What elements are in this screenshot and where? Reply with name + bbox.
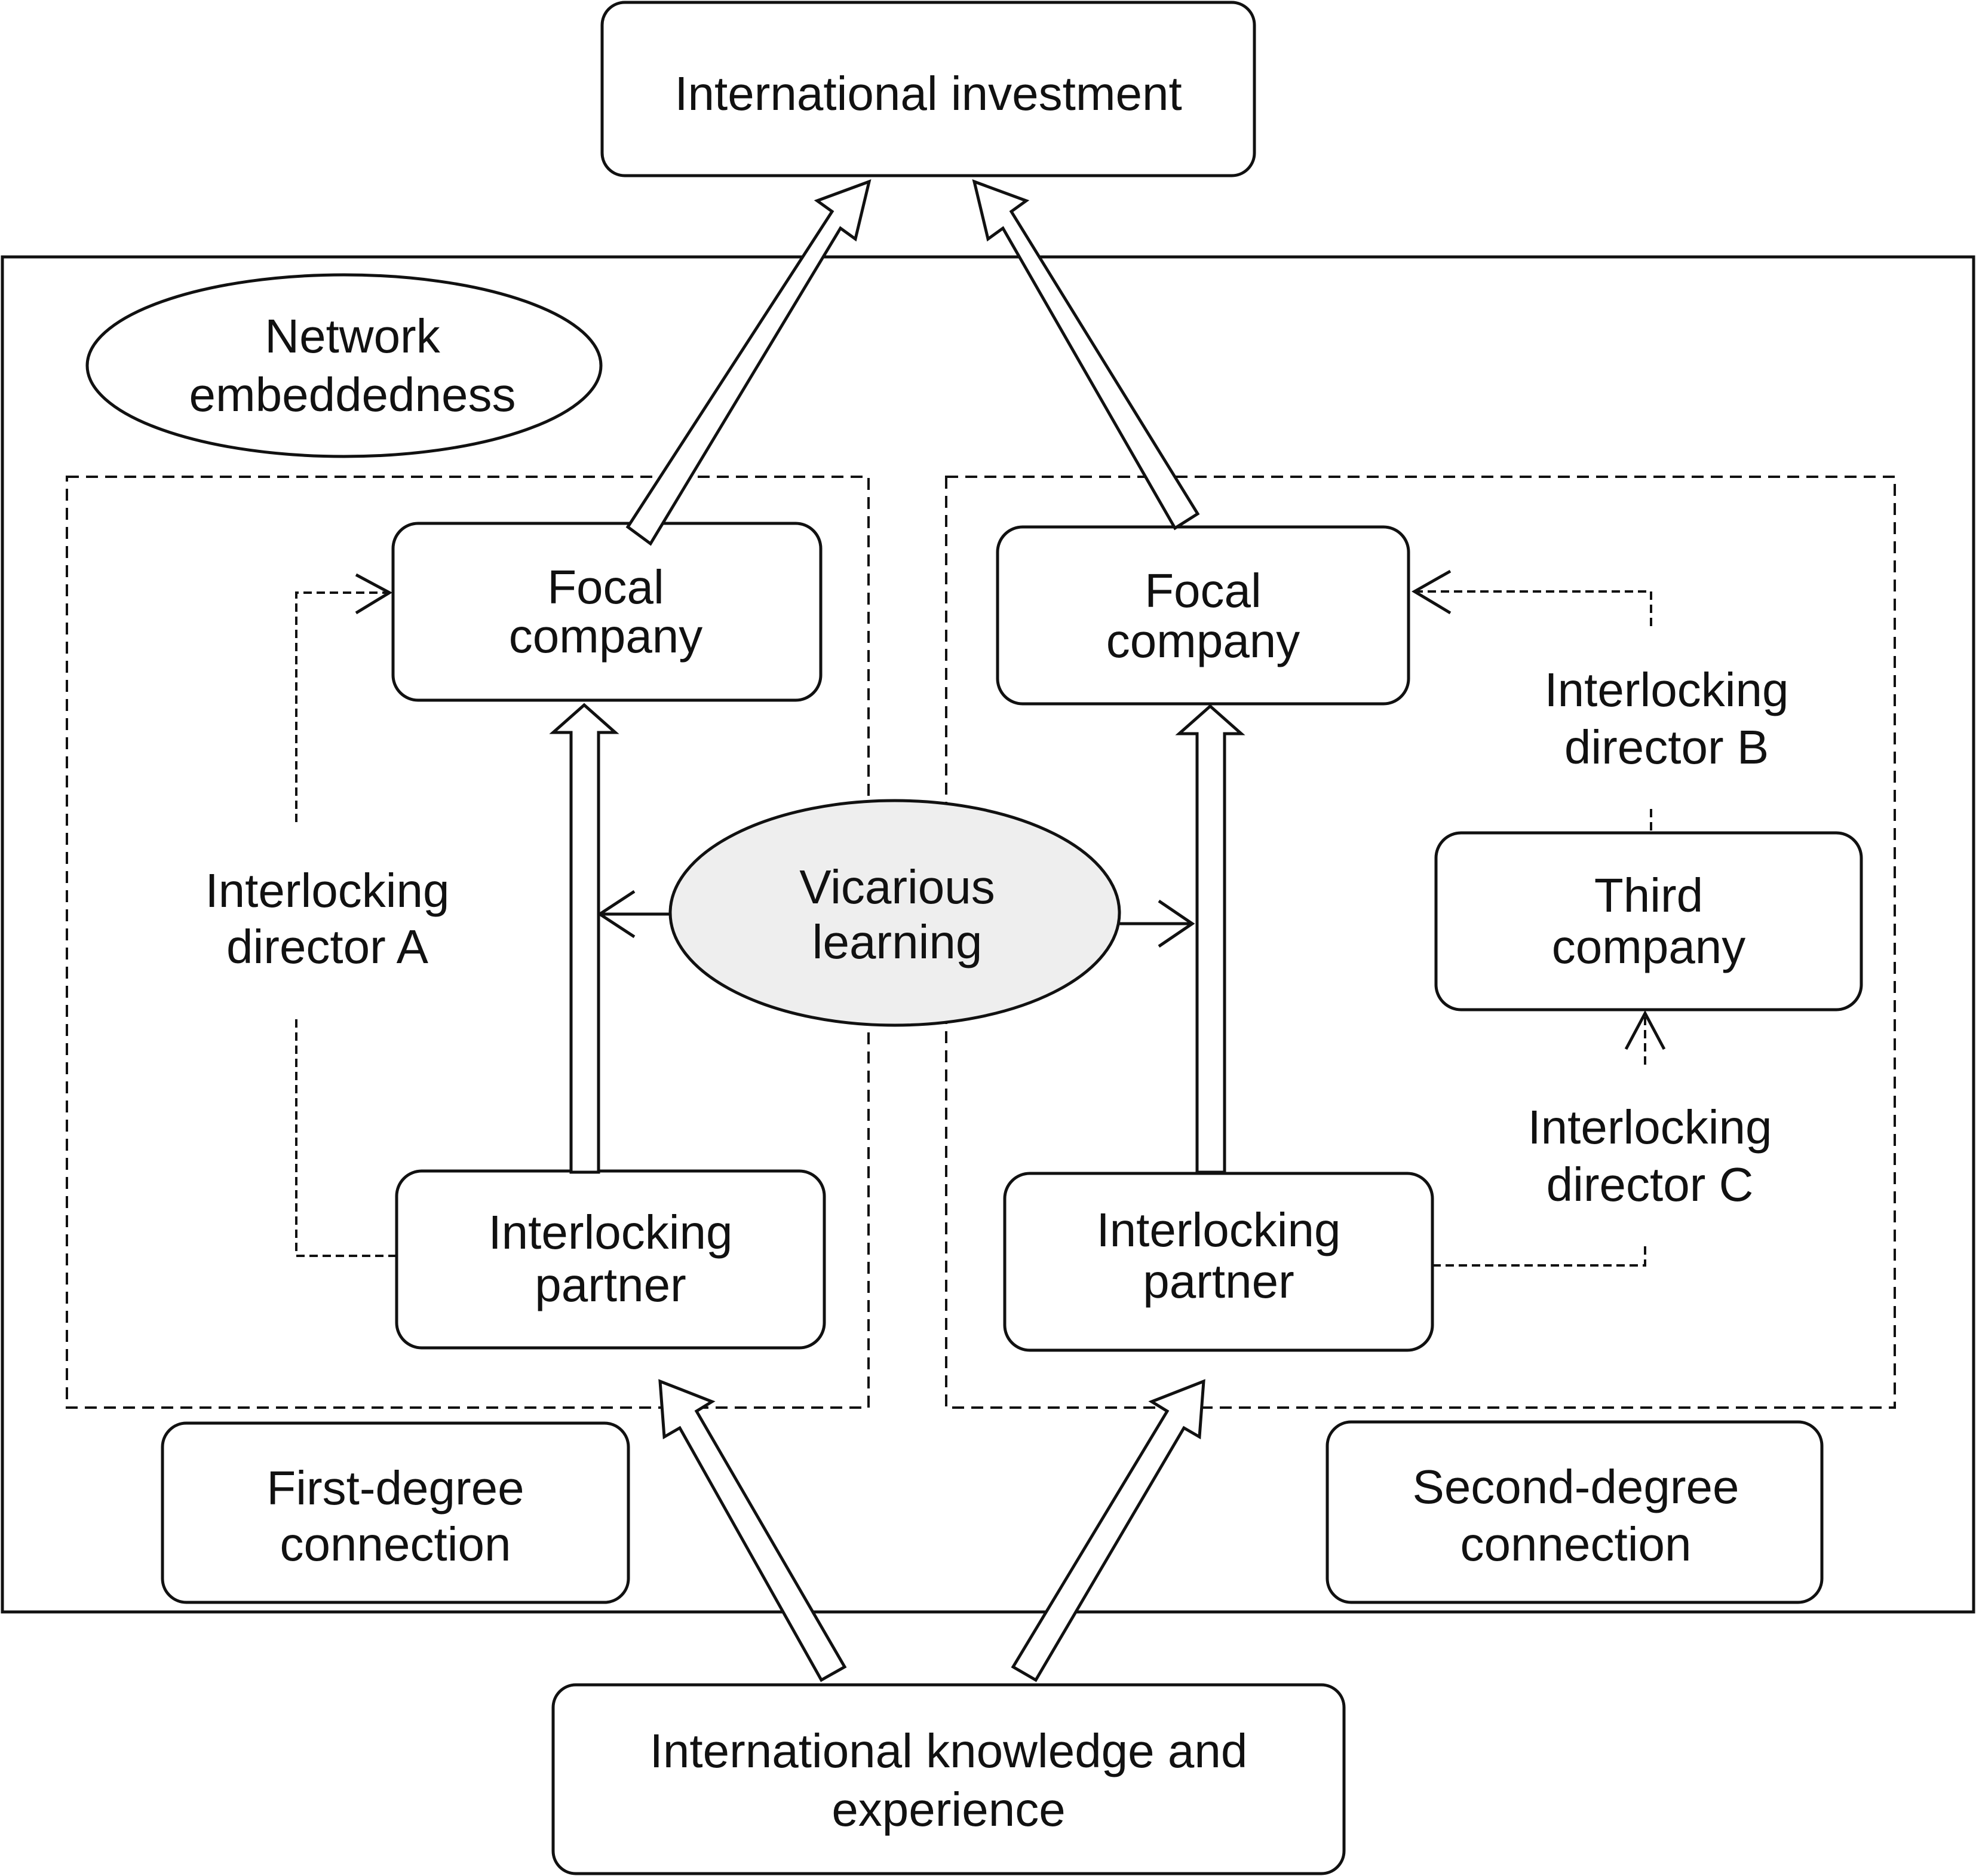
director-c-arrowhead	[1624, 1010, 1666, 1050]
international-knowledge-label-line2: experience	[831, 1783, 1065, 1836]
director-a-line2: director A	[226, 920, 429, 973]
right-partner-to-focal-arrow	[1175, 704, 1245, 1174]
director-b-arrowhead	[1412, 569, 1452, 615]
first-degree-line2: connection	[280, 1518, 511, 1571]
vicarious-to-left-arrowhead	[597, 890, 636, 939]
right-focal-to-investment-arrow	[972, 179, 1200, 531]
vicarious-to-right-arrowhead	[1158, 899, 1195, 948]
right-focal-line1: Focal	[1145, 564, 1262, 617]
knowledge-to-left-partner-arrow	[658, 1379, 847, 1682]
third-company-line2: company	[1552, 920, 1746, 973]
director-a-label: Interlocking director A	[205, 864, 449, 973]
left-partner-to-focal-arrow	[549, 703, 619, 1174]
knowledge-to-right-partner-arrow	[1011, 1379, 1205, 1682]
director-c-line1: Interlocking	[1527, 1101, 1772, 1154]
right-focal-line2: company	[1106, 614, 1300, 667]
network-embeddedness-ellipse: Network embeddedness	[85, 273, 603, 458]
director-a-lower-connector	[295, 1016, 397, 1257]
network-frame	[1, 255, 1975, 1614]
vicarious-learning-line1: Vicarious	[799, 860, 995, 914]
international-investment-box: International investment	[600, 1, 1256, 177]
network-embeddedness-line2: embeddedness	[189, 368, 516, 421]
second-degree-line2: connection	[1460, 1518, 1692, 1571]
third-company-line1: Third	[1594, 869, 1703, 922]
second-degree-connection-box: Second-degree connection	[1325, 1420, 1824, 1604]
right-interlocking-partner-box: Interlocking partner	[1003, 1172, 1434, 1352]
vicarious-learning-line2: learning	[812, 915, 983, 968]
left-partner-line1: Interlocking	[488, 1206, 732, 1259]
left-partner-line2: partner	[535, 1258, 686, 1311]
first-degree-connection-box: First-degree connection	[161, 1421, 630, 1604]
international-knowledge-box: International knowledge and experience	[551, 1683, 1346, 1875]
director-b-line1: Interlocking	[1544, 663, 1788, 716]
director-b-upper-connector	[1413, 590, 1652, 626]
second-degree-line1: Second-degree	[1412, 1460, 1739, 1513]
right-partner-line1: Interlocking	[1096, 1203, 1340, 1256]
left-focal-company-box: Focal company	[391, 522, 823, 702]
left-focal-to-investment-arrow	[625, 179, 872, 546]
left-interlocking-partner-box: Interlocking partner	[395, 1169, 826, 1350]
director-b-label: Interlocking director B	[1544, 663, 1788, 774]
director-b-line2: director B	[1564, 721, 1769, 774]
director-c-label: Interlocking director C	[1527, 1101, 1772, 1211]
right-focal-company-box: Focal company	[996, 525, 1410, 706]
third-company-box: Third company	[1434, 831, 1863, 1011]
left-focal-line1: Focal	[547, 560, 664, 614]
international-knowledge-label-line1: International knowledge and	[650, 1724, 1248, 1777]
vicarious-learning-ellipse: Vicarious learning	[668, 799, 1121, 1027]
left-focal-line2: company	[509, 609, 703, 663]
director-c-line2: director C	[1547, 1158, 1754, 1211]
first-degree-line1: First-degree	[266, 1461, 524, 1515]
international-investment-label: International investment	[674, 67, 1182, 120]
right-partner-line2: partner	[1143, 1255, 1294, 1308]
network-embeddedness-line1: Network	[265, 309, 440, 363]
director-a-arrowhead	[355, 573, 393, 615]
director-a-upper-connector	[295, 591, 388, 822]
director-c-lower-connector	[1432, 1242, 1646, 1267]
director-a-line1: Interlocking	[205, 864, 449, 917]
